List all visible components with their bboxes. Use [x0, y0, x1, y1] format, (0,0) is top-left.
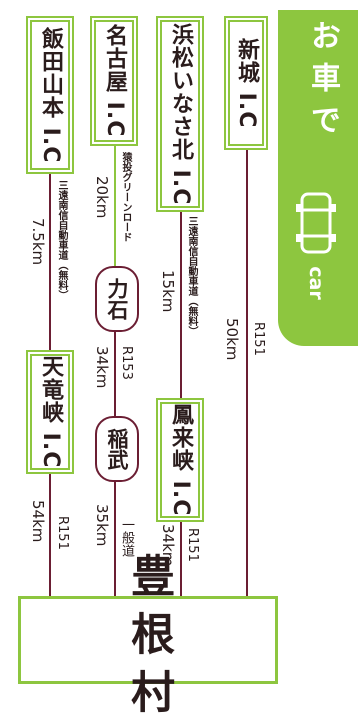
road-label: 三遠南信自動車道（無料）: [186, 216, 197, 336]
distance-label: 35km: [93, 504, 111, 547]
tab-title: お車で: [305, 20, 340, 146]
road-label: R153: [119, 346, 134, 380]
road-label: 一般道: [119, 518, 134, 557]
route-line-3: [114, 142, 116, 598]
station-nagoya-ic: 名古屋 I.C: [90, 16, 138, 146]
distance-label: 20km: [93, 176, 111, 219]
station-hamamatsu-inasa-kita-ic: 浜松いなさ北 I.C: [156, 16, 204, 212]
distance-label: 34km: [93, 346, 111, 389]
distance-label: 34km: [159, 524, 177, 567]
tab-subtitle: car: [305, 266, 327, 300]
route-line-3-green-segment: [114, 142, 116, 266]
route-line-1: [246, 146, 248, 598]
road-label: 三遠南信自動車道（無料）: [56, 180, 67, 300]
waypoint-inabu: 稲武: [95, 416, 139, 482]
distance-label: 7.5km: [29, 218, 47, 266]
station-horaikyo-ic: 鳳来峡 I.C: [156, 398, 204, 522]
station-iida-yamamoto-ic: 飯田山本 I.C: [26, 16, 74, 174]
car-access-tab: お車で car: [278, 10, 358, 346]
road-label: R151: [185, 528, 200, 562]
station-tenryukyo-ic: 天竜峡 I.C: [26, 350, 74, 474]
road-label: 猿投グリーンロード: [120, 152, 131, 242]
car-icon: [296, 192, 336, 254]
distance-label: 15km: [159, 270, 177, 313]
access-by-car-diagram: お車で car 新城 I.C R151 50km 浜松いなさ北 I.C 三遠南信…: [18, 10, 358, 727]
destination-toyone-village: 豊根村: [18, 553, 278, 727]
waypoint-chikaraishi: 力石: [95, 266, 139, 332]
station-shinshiro-ic: 新城 I.C: [224, 16, 268, 150]
distance-label: 54km: [29, 500, 47, 543]
distance-label: 50km: [223, 318, 241, 361]
road-label: R151: [55, 516, 70, 550]
road-label: R151: [251, 322, 266, 356]
